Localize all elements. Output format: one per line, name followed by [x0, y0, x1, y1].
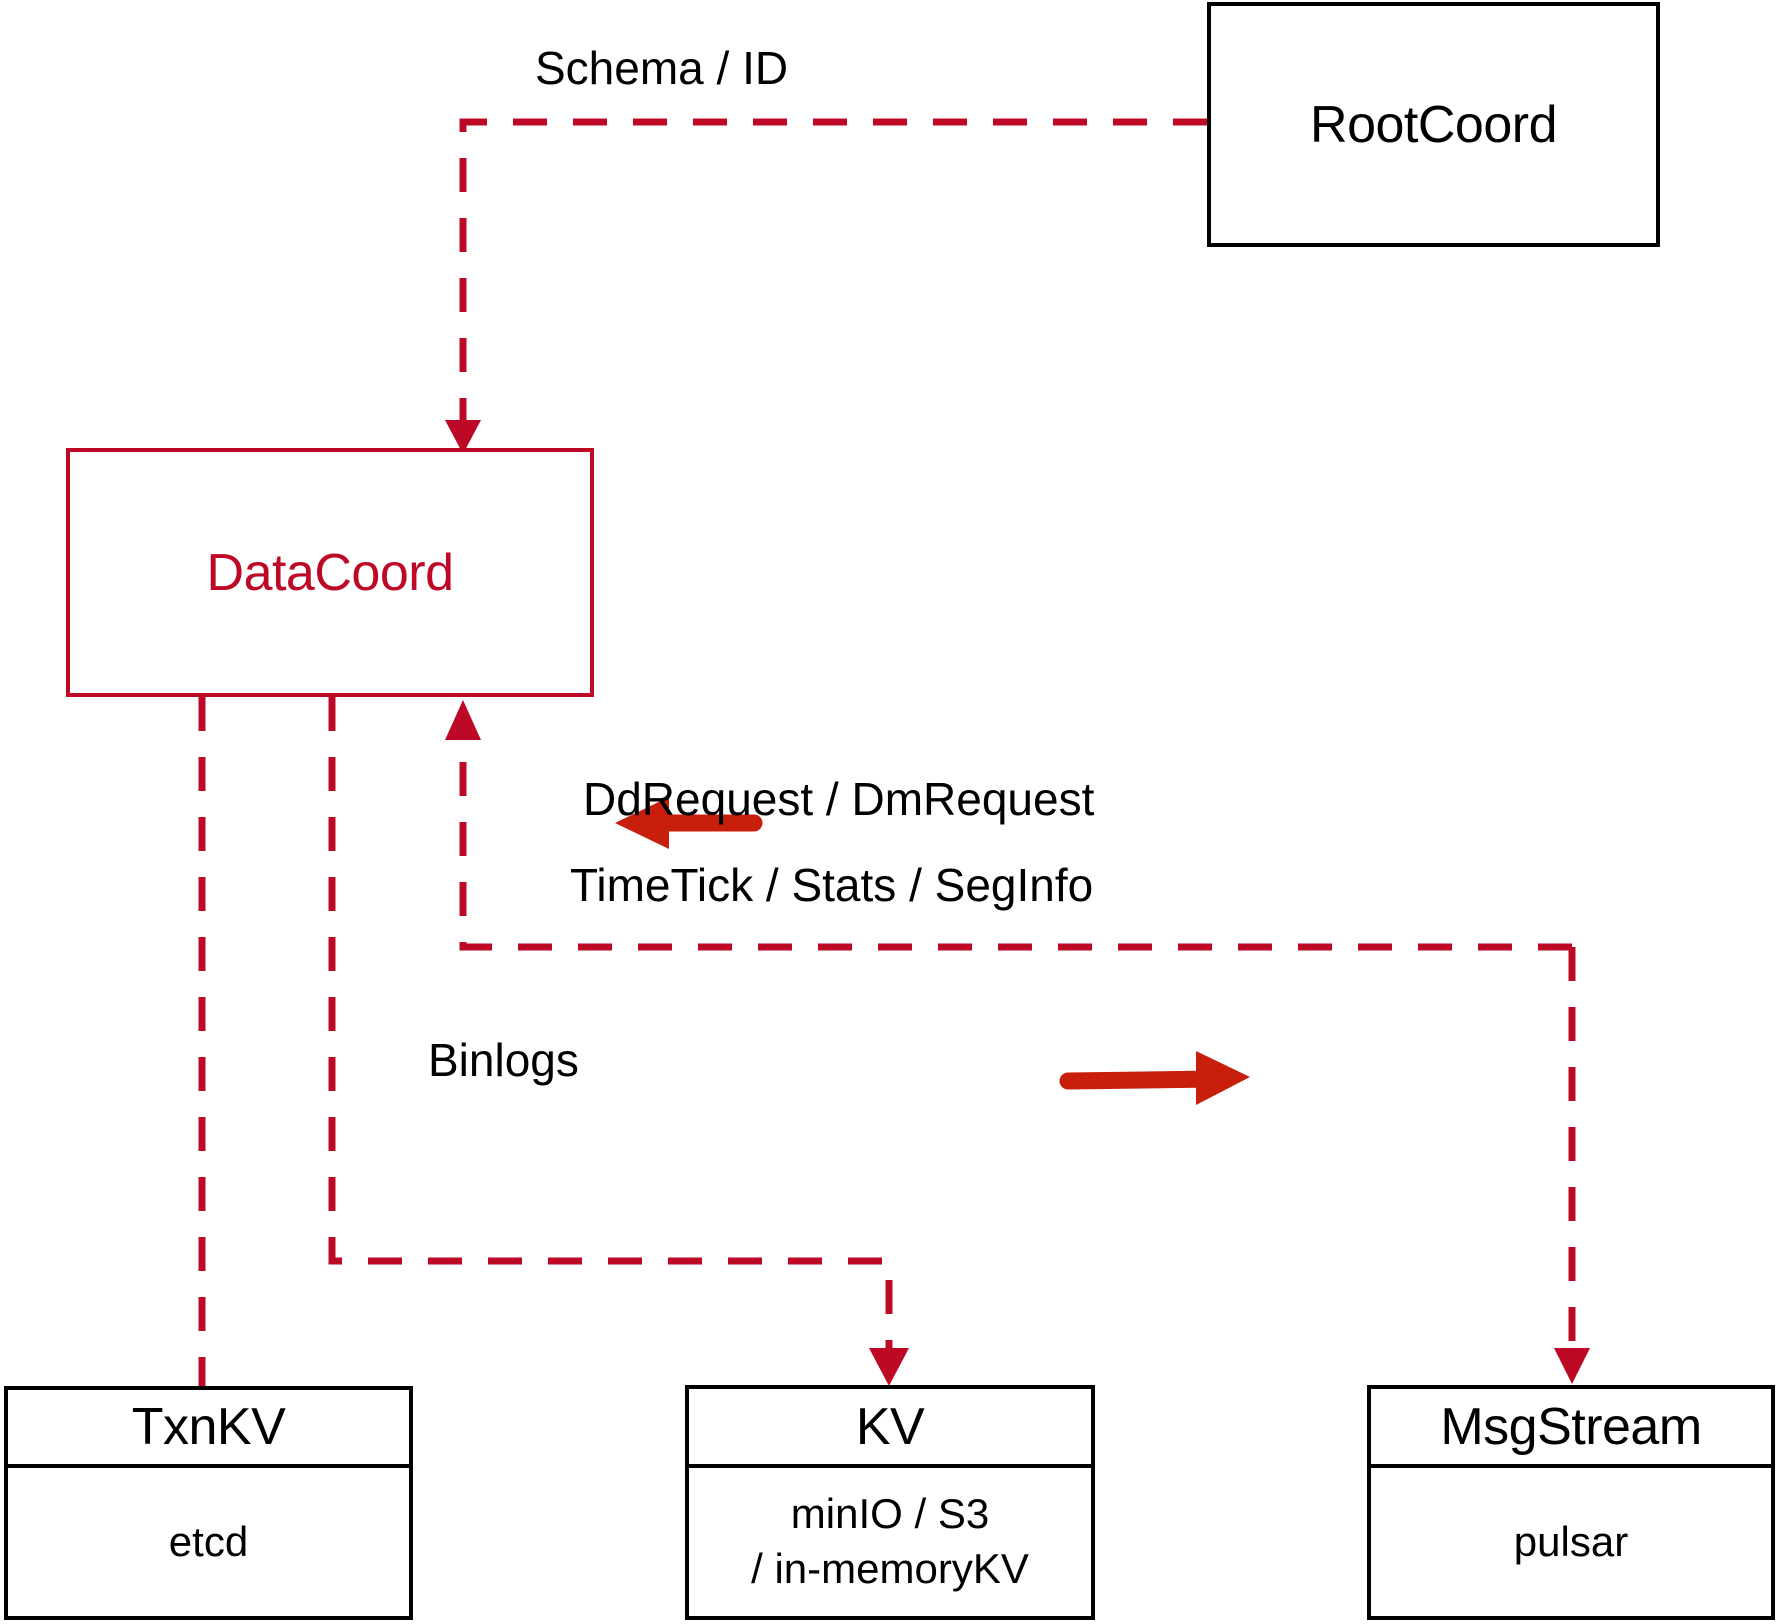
- node-kv-body-line-2: / in-memoryKV: [751, 1545, 1029, 1592]
- node-kv-body-line-1: minIO / S3: [790, 1490, 990, 1538]
- edge-label-timetick-stats-seginfo: TimeTick / Stats / SegInfo: [570, 859, 1094, 911]
- node-txnkv-title: TxnKV: [8, 1390, 409, 1468]
- node-txnkv-body: etcd: [8, 1468, 409, 1616]
- edge-label-ddrequest-dmrequest: DdRequest / DmRequest: [583, 773, 1095, 825]
- node-msgstream-body: pulsar: [1371, 1468, 1771, 1616]
- node-kv-title: KV: [689, 1389, 1091, 1468]
- arrowhead-into-datacoord: [445, 420, 481, 454]
- edge-label-binlogs: Binlogs: [428, 1034, 579, 1086]
- node-kv-body: minIO / S3 / in-memoryKV: [689, 1468, 1091, 1616]
- edge-label-schema-id: Schema / ID: [535, 42, 789, 94]
- edge-timetick-to-msgstream: [1554, 947, 1590, 1384]
- node-msgstream[interactable]: MsgStream pulsar: [1367, 1385, 1775, 1620]
- arrowhead-into-msgstream: [1554, 1348, 1590, 1384]
- node-msgstream-title: MsgStream: [1371, 1389, 1771, 1468]
- node-datacoord[interactable]: DataCoord: [66, 448, 594, 697]
- node-msgstream-body-line-1: pulsar: [1513, 1517, 1629, 1565]
- node-txnkv[interactable]: TxnKV etcd: [4, 1386, 413, 1620]
- arrowhead-up-into-datacoord: [445, 700, 481, 740]
- arrowhead-into-kv: [869, 1348, 909, 1386]
- node-kv[interactable]: KV minIO / S3 / in-memoryKV: [685, 1385, 1095, 1620]
- node-txnkv-body-line-1: etcd: [168, 1517, 249, 1565]
- edge-schema-id: [445, 118, 1207, 454]
- node-rootcoord[interactable]: RootCoord: [1207, 2, 1660, 247]
- node-rootcoord-label: RootCoord: [1310, 95, 1557, 154]
- edge-binlogs: [328, 697, 909, 1386]
- node-datacoord-label: DataCoord: [206, 543, 454, 602]
- direction-arrow-left: [615, 797, 763, 849]
- direction-arrow-right: [1059, 1051, 1250, 1105]
- edge-ddrequest-dmrequest: [445, 700, 1572, 951]
